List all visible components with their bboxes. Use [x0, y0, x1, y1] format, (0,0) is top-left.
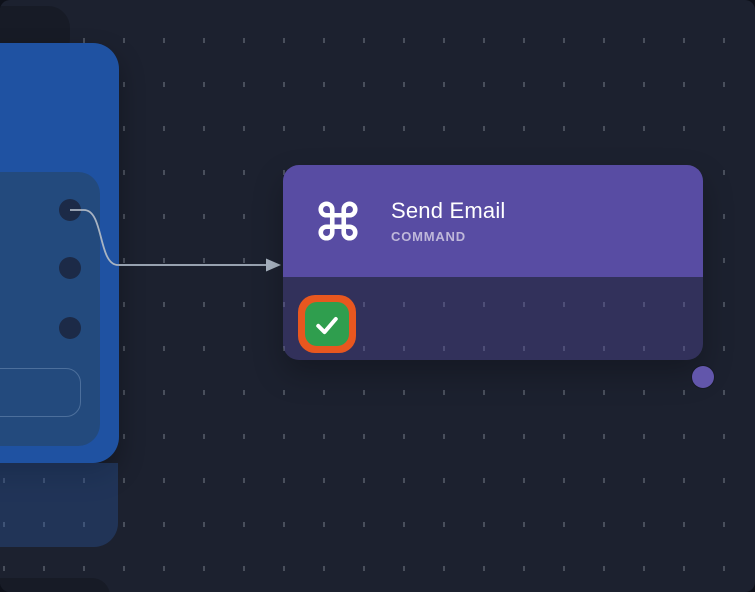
node-type-label: COMMAND — [391, 229, 466, 244]
node-body — [283, 277, 714, 388]
background-node-bottom[interactable] — [0, 578, 110, 592]
node-text-block: Send Email COMMAND — [391, 198, 506, 244]
source-node-port-1[interactable] — [59, 199, 81, 221]
command-icon — [318, 201, 358, 241]
success-status-badge[interactable] — [298, 295, 356, 353]
output-port[interactable] — [692, 366, 714, 388]
node-header: Send Email COMMAND — [283, 165, 703, 277]
source-node-port-2[interactable] — [59, 257, 81, 279]
wire-arrowhead — [266, 258, 281, 272]
node-send-email[interactable]: Send Email COMMAND — [283, 165, 714, 388]
source-node[interactable] — [0, 43, 119, 463]
source-node-body — [0, 463, 118, 547]
check-icon — [316, 317, 338, 335]
success-status-badge-fill — [305, 302, 349, 346]
source-node-port-3[interactable] — [59, 317, 81, 339]
node-title: Send Email — [391, 198, 506, 223]
source-node-button[interactable] — [0, 368, 81, 417]
